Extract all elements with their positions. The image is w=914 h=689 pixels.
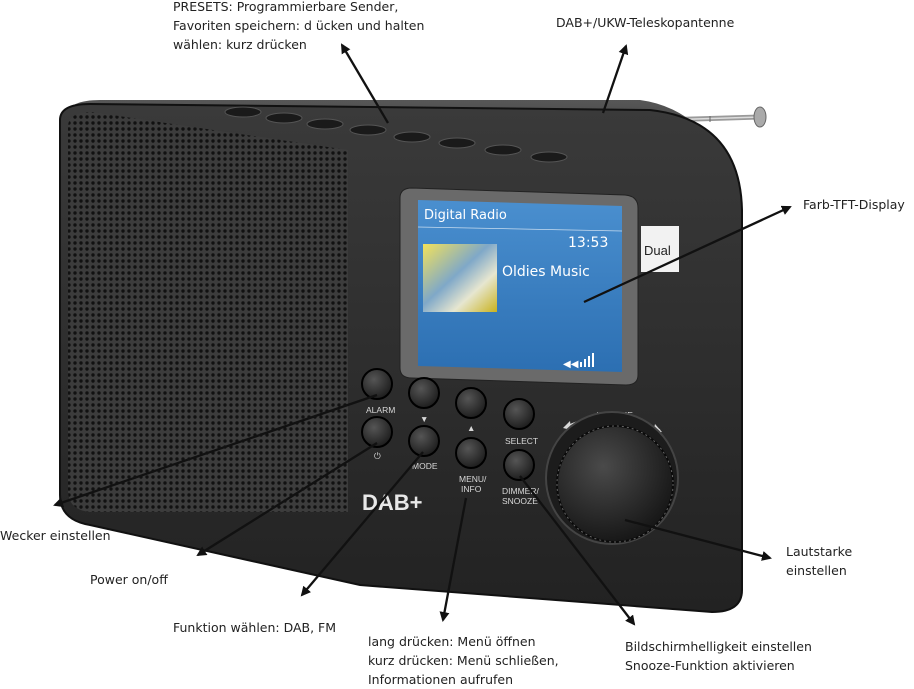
down-button[interactable] [408,377,440,409]
tft-display: Digital Radio 13:53 Oldies Music ◀◀ [417,200,623,372]
power-symbol: ⏻ [374,451,381,461]
power-line-1: Power on/off [90,572,168,587]
alarm-label: ALARM [366,405,395,415]
menu-info-button[interactable] [455,437,487,469]
volume-knob[interactable] [556,425,674,543]
callout-arrows [53,43,792,626]
arrow-dimmer [519,475,636,626]
display-line-1: Farb-TFT-Display [803,197,905,212]
preset-button-7[interactable] [484,144,522,156]
presets-line-3: wählen: kurz drücken [173,37,307,52]
menu-line-2: kurz drücken: Menü schließen, [368,653,559,668]
mode-annotation: Funktion wählen: DAB, FM [173,618,336,637]
up-label: ▲ [467,423,475,433]
speaker-grille [68,112,348,512]
mode-line-1: Funktion wählen: DAB, FM [173,620,337,635]
arrow-presets [340,43,389,124]
menu-annotation: lang drücken: Menü öffnen kurz drücken: … [368,632,559,689]
screen-time: 13:53 [568,235,608,251]
preset-buttons [224,106,568,163]
dimmer-snooze-button[interactable] [503,449,535,481]
arrow-display [583,205,792,304]
menu-label-1: MENU/ [459,474,487,484]
alarm-line-1: Wecker einstellen [0,528,111,543]
dual-logo: Dual [641,226,679,272]
arrow-volume [624,518,772,561]
preset-button-2[interactable] [265,112,303,124]
select-button[interactable] [503,398,535,430]
alarm-annotation: Wecker einstellen [0,526,111,545]
mode-label: MODE [412,461,438,471]
arrow-menu [439,497,468,622]
screen-header: Digital Radio [424,208,507,223]
arrow-antenna [601,44,629,114]
volume-line-1: Lautstarke [786,544,853,559]
up-button[interactable] [455,387,487,419]
down-label: ▼ [420,414,428,424]
presets-annotation: PRESETS: Programmierbare Sender, Favorit… [173,0,424,54]
control-buttons: ALARM ▼ ▲ SELECT ⏻ MODE MENU/ INFO DIMME… [361,368,539,506]
display-annotation: Farb-TFT-Display [803,195,905,214]
antenna-line-1: DAB+/UKW-Teleskopantenne [556,15,735,30]
dab-logo: DAB+ [362,490,423,515]
antenna-annotation: DAB+/UKW-Teleskopantenne [556,13,734,32]
dimmer-line-2: Snooze-Funktion aktivieren [625,658,795,673]
dimmer-annotation: Bildschirmhelligkeit einstellen Snooze-F… [625,637,812,675]
arrow-alarm [53,393,378,508]
arrow-power [196,442,378,557]
arrow-mode [300,451,424,597]
presets-line-2: Favoriten speichern: d ücken und halten [173,18,425,33]
brand-label: Dual [644,243,671,258]
preset-button-4[interactable] [349,124,387,136]
mode-button[interactable] [408,425,440,457]
volume-line-2: einstellen [786,563,847,578]
dimmer-label-2: SNOOZE [502,496,538,506]
preset-button-6[interactable] [438,137,476,149]
dimmer-line-1: Bildschirmhelligkeit einstellen [625,639,812,654]
preset-button-5[interactable] [393,131,431,143]
signal-icon [580,353,594,367]
preset-button-3[interactable] [306,118,344,130]
menu-line-1: lang drücken: Menü öffnen [368,634,536,649]
preset-button-1[interactable] [224,106,262,118]
screen-station: Oldies Music [502,264,590,280]
menu-line-3: Informationen aufrufen [368,672,514,687]
alarm-button[interactable] [361,368,393,400]
select-label: SELECT [505,436,538,446]
preset-button-8[interactable] [530,151,568,163]
menu-label-2: INFO [461,484,482,494]
album-cover [423,244,497,312]
dimmer-label-1: DIMMER/ [502,486,539,496]
volume-control: VOLUME [545,410,679,545]
power-annotation: Power on/off [90,570,168,589]
power-button[interactable] [361,416,393,448]
presets-line-1: PRESETS: Programmierbare Sender, [173,0,399,14]
speaker-status-icon: ◀◀ [563,359,579,370]
volume-annotation: Lautstarke einstellen [786,542,852,580]
